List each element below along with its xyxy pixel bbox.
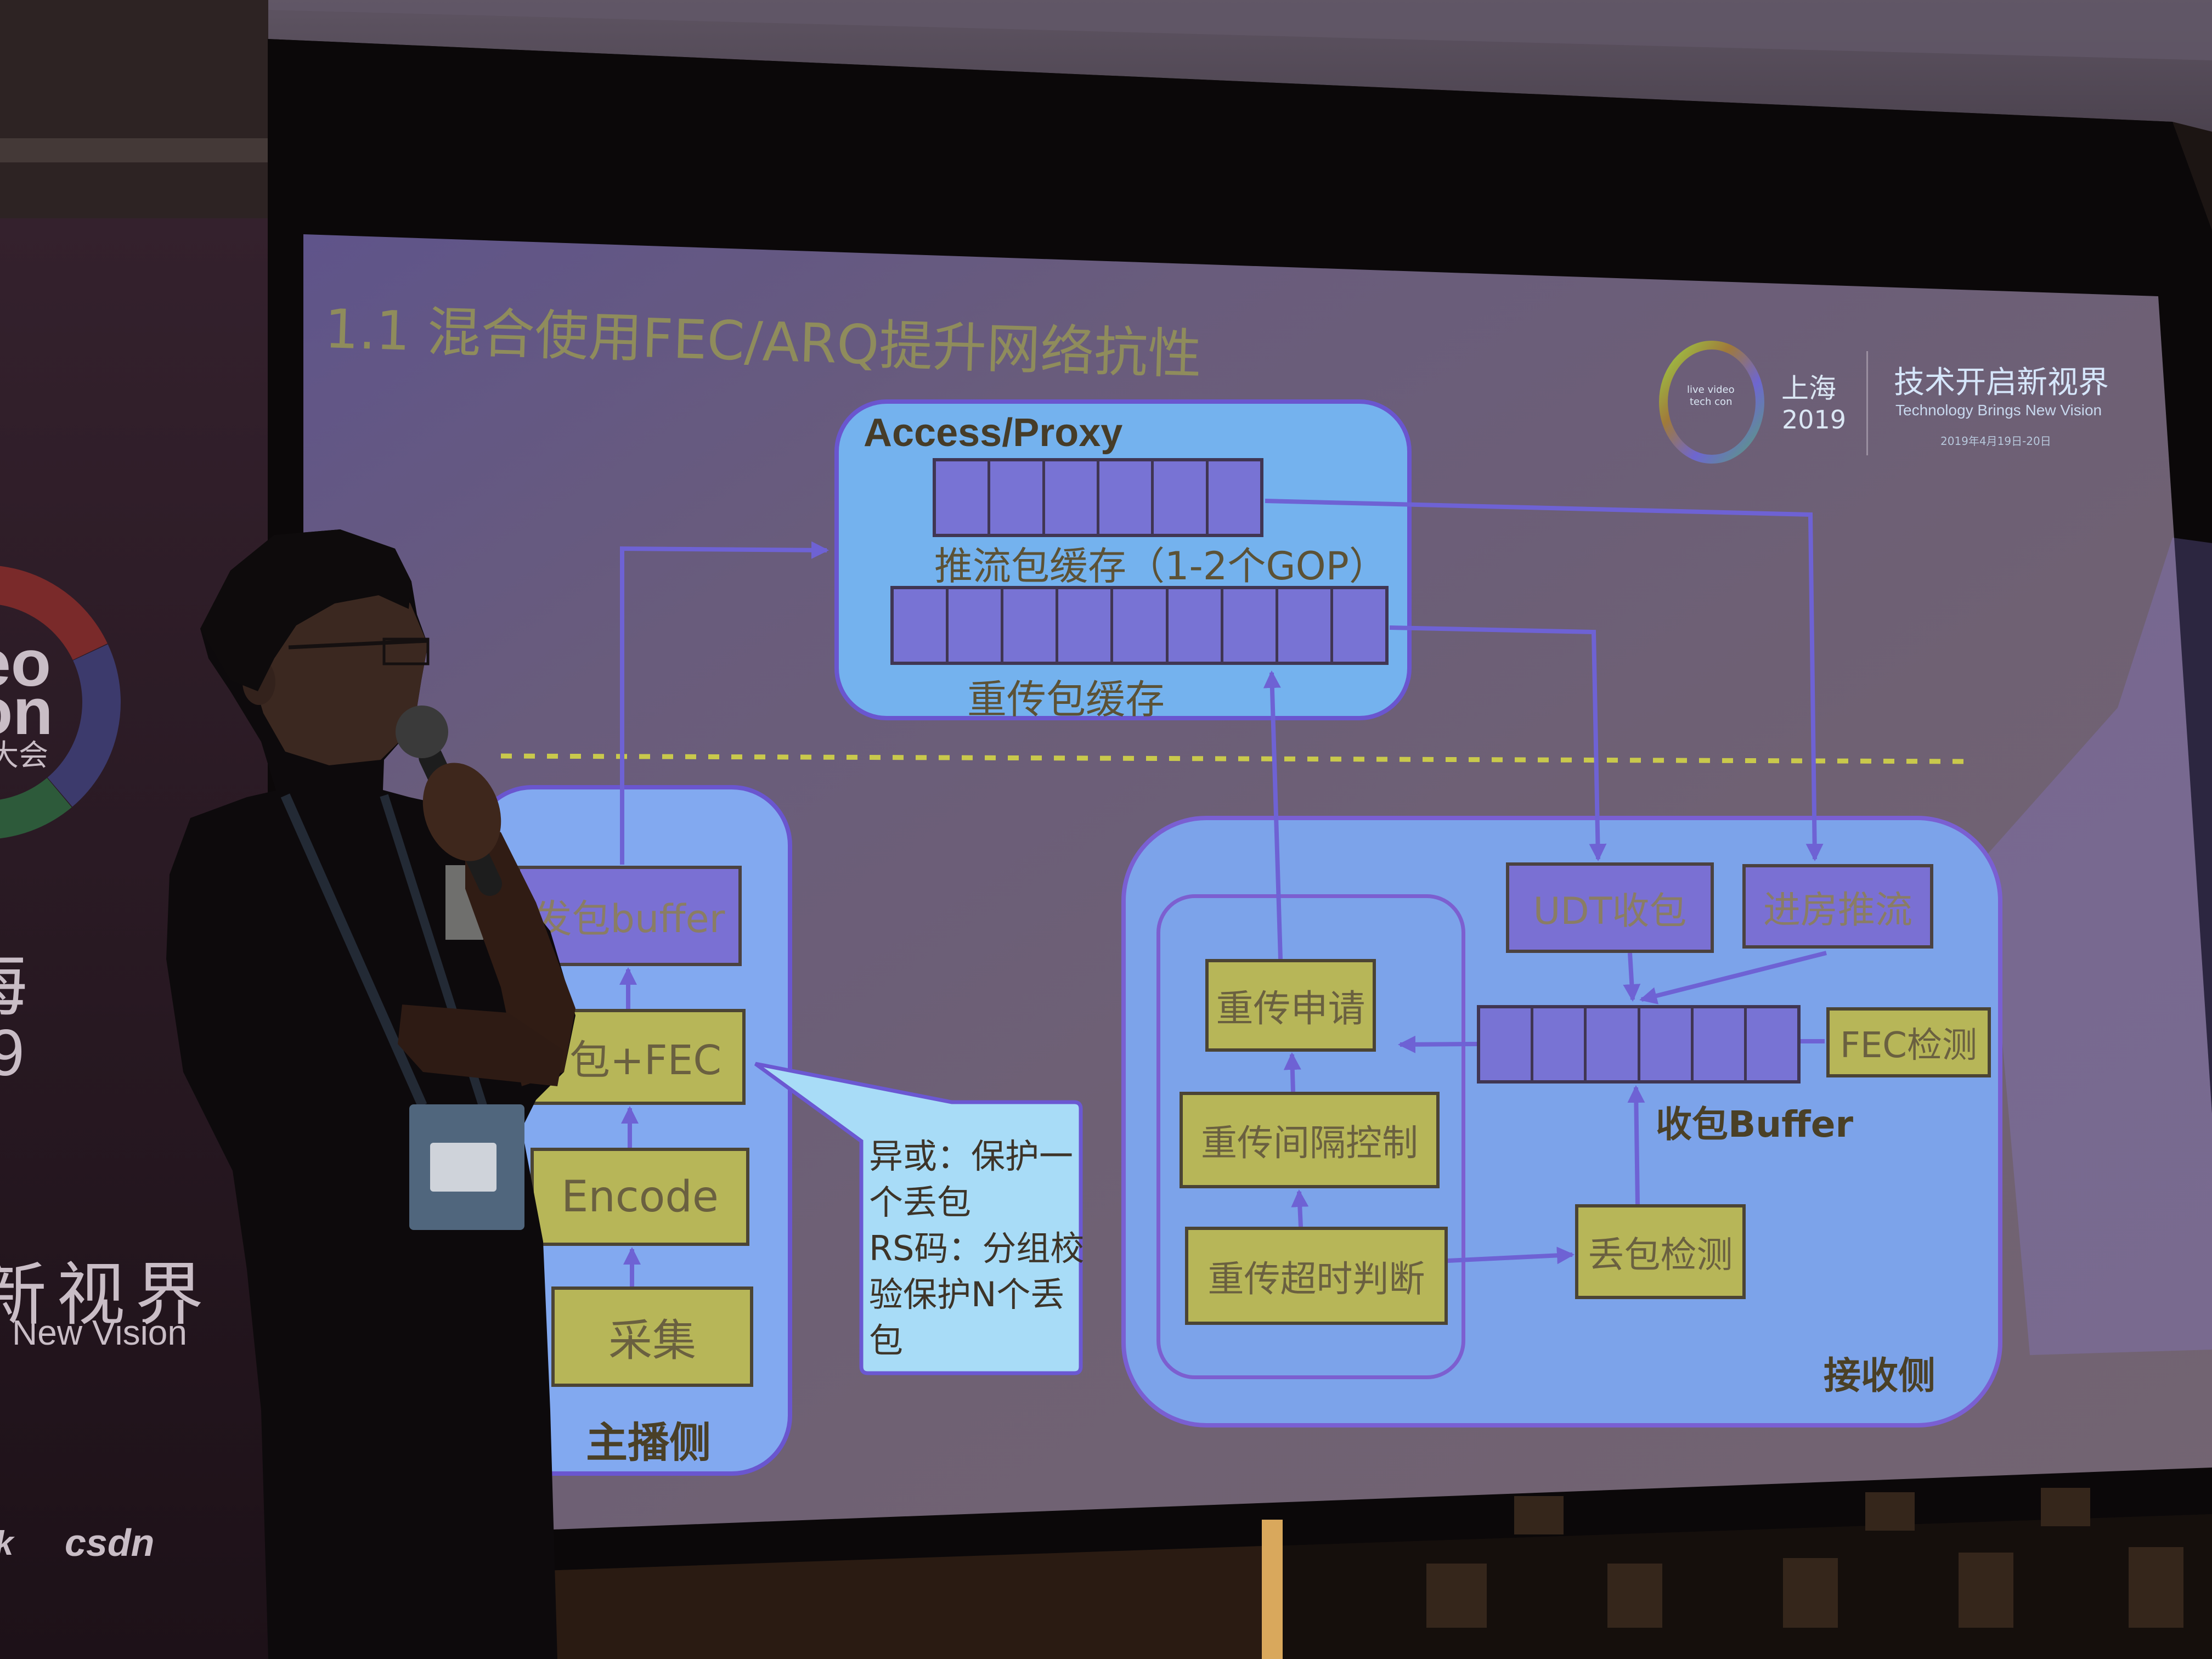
banner-sponsor-csdn: csdn: [65, 1521, 155, 1564]
push-buffer: [933, 458, 1263, 537]
buffer-cell: [1042, 461, 1097, 534]
retransmit-buffer-label: 重传包缓存: [967, 676, 1165, 723]
logo-ring-line2: tech con: [1690, 396, 1733, 408]
logo-year: 2019: [1782, 405, 1847, 435]
callout-line: 包: [869, 1321, 904, 1361]
buffer-cell: [1110, 589, 1165, 662]
banner-logo-fragment-3: 大会: [0, 739, 48, 772]
capture-box: 采集: [551, 1286, 753, 1387]
buffer-cell: [946, 589, 1001, 662]
loss-detection-label: 丢包检测: [1588, 1233, 1733, 1276]
projection-ghost: [1986, 538, 2212, 1355]
retransmit-interval-box: 重传间隔控制: [1180, 1092, 1440, 1188]
receive-buffer-label: 收包Buffer: [1656, 1103, 1854, 1146]
callout-line: 异或：保护一: [869, 1136, 1074, 1176]
arrow-buffer-to-retransmit-request: [1398, 1035, 1477, 1053]
capture-label: 采集: [608, 1314, 696, 1366]
logo-slogan-en: Technology Brings New Vision: [1895, 402, 2102, 419]
retransmit-buffer: [890, 586, 1389, 665]
logo-slogan: 技术开启新视界: [1894, 365, 2109, 400]
buffer-cell: [1743, 1008, 1797, 1080]
arrow-retransmit-buffer-to-udt: [1389, 625, 1607, 861]
udt-receive-box: UDT收包: [1506, 862, 1714, 953]
buffer-cell: [1001, 589, 1056, 662]
retransmit-timeout-box: 重传超时判断: [1185, 1227, 1448, 1325]
loss-detection-box: 丢包检测: [1575, 1204, 1746, 1299]
logo-date: 2019年4月19日-20日: [1940, 435, 2051, 448]
buffer-cell: [1151, 461, 1205, 534]
arrow-room-push-to-receive-buffer: [1639, 951, 1827, 1005]
retransmit-request-box: 重传申请: [1205, 959, 1376, 1052]
buffer-cell: [1165, 589, 1221, 662]
banner-sponsor-fragment: k: [0, 1524, 13, 1563]
callout-line: 个丢包: [869, 1182, 972, 1222]
glasses-icon: [288, 639, 428, 650]
room-push-box: 进房推流: [1742, 864, 1933, 949]
encode-label: Encode: [561, 1172, 719, 1222]
receive-buffer: [1477, 1005, 1801, 1084]
buffer-cell: [1056, 589, 1110, 662]
send-buffer-label: 发包buffer: [533, 896, 725, 941]
arrow-timeout-to-interval: [1291, 1189, 1309, 1227]
push-buffer-label: 推流包缓存（1-2个GOP）: [934, 544, 1387, 589]
arrow-push-buffer-to-room-push: [1265, 499, 1824, 861]
buffer-cell: [1205, 461, 1260, 534]
banner-logo-fragment-2: on: [0, 675, 53, 748]
presenter-crossed-arm: [398, 1005, 564, 1086]
presenter-hand: [422, 763, 501, 861]
logo-city: 上海: [1781, 373, 1836, 404]
access-proxy-label: Access/Proxy: [864, 411, 1123, 455]
fec-callout-bubble: [754, 1062, 1083, 1375]
retransmit-timeout-label: 重传超时判断: [1207, 1257, 1425, 1300]
buffer-cell: [1220, 589, 1276, 662]
lanyard: [280, 793, 427, 1108]
callout-line: RS码：分组校: [869, 1228, 1085, 1268]
room-push-label: 进房推流: [1763, 888, 1912, 932]
banner-logo-fragment-1: eo: [0, 627, 52, 700]
streamer-side-label: 主播侧: [586, 1418, 711, 1467]
arrow-loss-detect-to-buffer: [1627, 1085, 1645, 1205]
left-wall: [0, 0, 268, 218]
arrow-timeout-to-loss-detect: [1447, 1246, 1575, 1265]
buffer-cell: [1275, 589, 1330, 662]
buffer-cell: [1690, 1008, 1744, 1080]
stage-light-strip: [1262, 1520, 1283, 1659]
retransmit-module-container: [1156, 894, 1465, 1379]
callout-line: 验保护N个丢: [869, 1274, 1065, 1314]
network-divider-dashed-line: [500, 753, 1968, 764]
arrow-retransmit-request-to-proxy: [1263, 670, 1283, 960]
presenter-hair: [200, 529, 411, 691]
banner-slogan: 新视界: [0, 1257, 213, 1333]
access-proxy-container: [834, 399, 1412, 720]
logo-ring-line1: live video: [1687, 384, 1735, 396]
arrow-interval-to-request: [1283, 1052, 1301, 1092]
packetize-fec-label: 包+FEC: [569, 1037, 721, 1084]
fec-callout-text: 异或：保护一 个丢包 RS码：分组校 验保护N个丢 包: [869, 1133, 1084, 1364]
udt-receive-label: UDT收包: [1533, 890, 1687, 933]
retransmit-request-label: 重传申请: [1216, 988, 1365, 1031]
banner-city: 海: [0, 927, 27, 1030]
buffer-cell: [1584, 1008, 1637, 1080]
receiver-side-label: 接收侧: [1824, 1355, 1936, 1398]
banner-year: 9: [0, 1016, 25, 1090]
buffer-cell: [988, 461, 1042, 534]
retransmit-interval-label: 重传间隔控制: [1201, 1122, 1418, 1164]
buffer-cell: [1531, 1008, 1584, 1080]
fec-check-box: FEC检测: [1826, 1007, 1991, 1077]
buffer-cell: [1330, 589, 1385, 662]
presenter-silhouette: [166, 529, 575, 1659]
fec-check-label: FEC检测: [1840, 1025, 1977, 1066]
buffer-cell: [1096, 461, 1151, 534]
arrow-streamer-to-proxy: [620, 541, 829, 865]
logo-divider: [1866, 351, 1868, 455]
buffer-cell: [1637, 1008, 1691, 1080]
banner-slogan-en: New Vision: [12, 1313, 187, 1352]
arrow-udt-to-receive-buffer: [1623, 952, 1641, 1002]
